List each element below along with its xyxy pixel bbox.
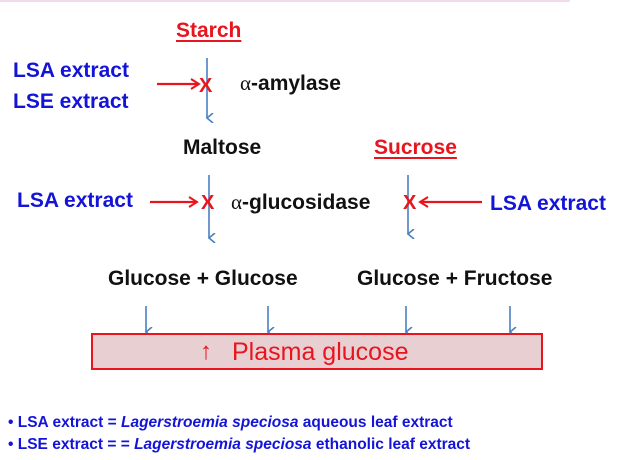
- species-name: Lagerstroemia speciosa: [134, 436, 312, 453]
- alpha-symbol: α: [240, 71, 252, 95]
- inhibitor-lsa-top: LSA extract: [13, 59, 129, 82]
- footnote-suffix: ethanolic leaf extract: [311, 436, 471, 453]
- intermediate-maltose: Maltose: [183, 136, 262, 159]
- block-mark-sucrase: X: [403, 192, 417, 214]
- alpha-symbol: α: [231, 190, 243, 214]
- footnote-suffix: aqueous leaf extract: [298, 414, 453, 431]
- enzyme-name: -amylase: [251, 72, 341, 95]
- footnote-prefix: LSE extract = =: [17, 436, 135, 453]
- species-name: Lagerstroemia speciosa: [120, 414, 299, 431]
- enzyme-name: -glucosidase: [242, 191, 371, 214]
- top-decorative-band: [0, 0, 570, 2]
- block-mark-amylase: X: [199, 75, 213, 97]
- enzyme-alpha-glucosidase: α-glucosidase: [231, 190, 371, 214]
- inhibitor-lsa-middle-left: LSA extract: [17, 189, 133, 212]
- increase-arrow-icon: ↑: [200, 338, 212, 365]
- inhibitor-lsa-middle-right: LSA extract: [490, 192, 606, 215]
- enzyme-alpha-amylase: α-amylase: [240, 71, 341, 95]
- product-glucose-fructose: Glucose + Fructose: [357, 267, 553, 290]
- footnote-prefix: LSA extract =: [17, 414, 121, 431]
- inhibitor-lse-top: LSE extract: [13, 90, 129, 113]
- substrate-sucrose: Sucrose: [374, 136, 457, 159]
- block-mark-glucosidase: X: [201, 192, 215, 214]
- product-glucose-glucose: Glucose + Glucose: [108, 267, 298, 290]
- substrate-starch: Starch: [176, 19, 242, 42]
- bullet: •: [8, 414, 14, 431]
- footnote-lsa: • LSA extract = Lagerstroemia speciosa a…: [8, 414, 453, 432]
- plasma-glucose-label: Plasma glucose: [232, 338, 409, 366]
- bullet: •: [8, 436, 14, 453]
- plasma-glucose-box: [91, 333, 543, 370]
- footnote-lse: • LSE extract = = Lagerstroemia speciosa…: [8, 436, 470, 454]
